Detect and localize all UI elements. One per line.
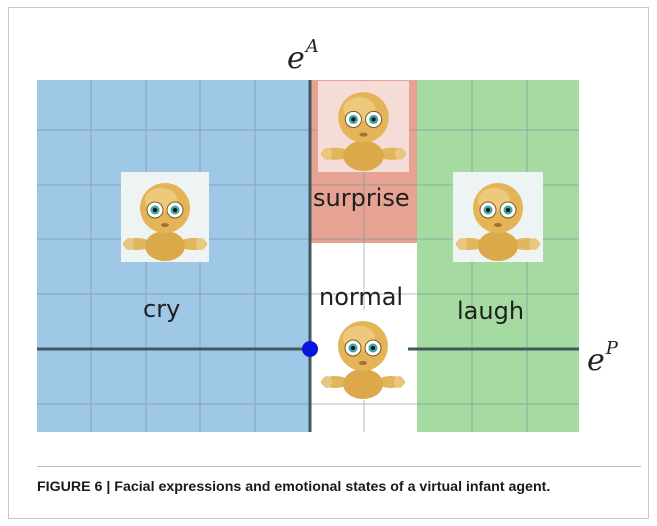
infant-face-icon [453,172,543,262]
caption-label: FIGURE 6 | [37,479,115,495]
horizontal-axis-label: eP [587,338,618,378]
region-label-surprise: surprise [313,184,410,212]
figure-caption: FIGURE 6 | Facial expressions and emotio… [37,476,647,498]
region-label-normal: normal [319,283,404,311]
infant-face-icon [318,310,408,400]
region-label-cry: cry [143,295,181,323]
infant-face-icon [318,81,409,172]
horizontal-axis-superscript: P [605,338,618,359]
horizontal-axis-base: e [587,343,605,378]
vertical-axis-label: eA [287,36,319,76]
vertical-axis-base: e [287,41,305,76]
origin-point [302,341,318,357]
caption-separator [37,466,641,467]
infant-face-icon [121,172,209,262]
vertical-axis-superscript: A [305,36,319,57]
figure-frame: cry surprise normal laugh eA eP FIGURE 6… [8,7,649,519]
caption-text: Facial expressions and emotional states … [114,479,551,495]
region-label-laugh: laugh [457,297,525,325]
